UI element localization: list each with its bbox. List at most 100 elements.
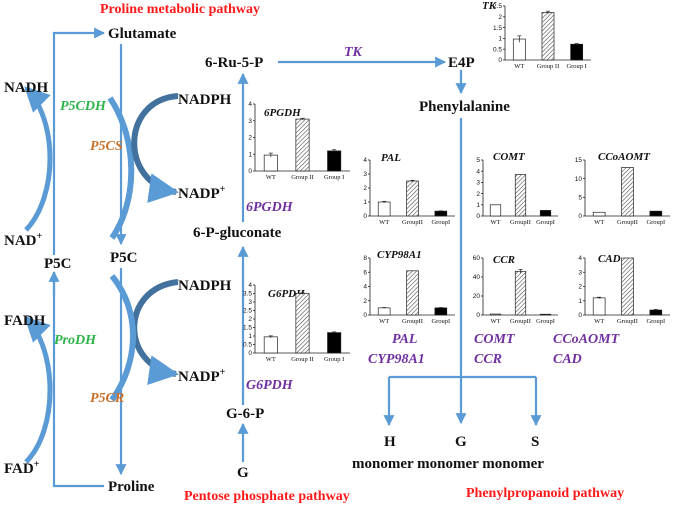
- bar-tk-1: [541, 12, 555, 61]
- g-monomer-label: G: [455, 434, 467, 450]
- bar-cyp-1: [406, 270, 419, 316]
- category-label-ccoaomt: GroupII: [617, 219, 638, 226]
- y-tick-label-cad: 0: [578, 312, 582, 319]
- chart-title-ccoaomt: CCoAOMT: [598, 151, 651, 163]
- nadh-label: NADH: [4, 80, 48, 96]
- y-tick-label-cad: 1: [578, 298, 582, 305]
- bar-g6pdh-2: [327, 332, 342, 354]
- category-label-6pgdh: Group II: [291, 174, 314, 181]
- category-label-cyp: WT: [379, 318, 389, 325]
- y-tick-label-pal: 3: [363, 171, 367, 178]
- y-tick-label-ccoaomt: 5: [578, 195, 582, 202]
- y-tick-label-tk: 2.5: [493, 3, 502, 10]
- pentose-pathway-title: Pentose phosphate pathway: [184, 489, 350, 504]
- y-tick-label-6pgdh: 2: [248, 135, 252, 142]
- g6p-label: G-6-P: [226, 406, 264, 422]
- bar-chart-insets: TK 0 0.5 1 1.5 2 2.5WT Group II Group I 6PGDH 0 1 2 3…: [243, 0, 670, 363]
- fad-label: FAD+: [4, 459, 40, 477]
- y-tick-label-cad: 2: [578, 284, 582, 291]
- y-tick-label-g6pdh: 4: [248, 282, 252, 289]
- fadh-label: FADH: [4, 313, 46, 329]
- nadph-arc-top: [131, 93, 179, 203]
- category-label-comt: GroupI: [536, 219, 555, 226]
- y-tick-label-comt: 3: [476, 180, 480, 187]
- bar-ccr-2: [539, 313, 552, 316]
- category-label-6pgdh: Group I: [324, 174, 344, 181]
- category-label-ccoaomt: GroupI: [646, 219, 665, 226]
- p5c-to-glutamate-arrow: [52, 27, 106, 255]
- bar-comt-0: [489, 204, 502, 217]
- y-tick-label-6pgdh: 0: [248, 168, 252, 175]
- y-tick-label-6pgdh: 4: [248, 101, 252, 108]
- nadph-top-label: NADPH: [178, 92, 232, 108]
- bar-comt-1: [514, 174, 527, 217]
- glutamate-label: Glutamate: [108, 26, 177, 42]
- category-label-pal: GroupII: [402, 219, 423, 226]
- y-tick-label-pal: 2: [363, 185, 367, 192]
- p5cs-label: P5CS: [90, 139, 123, 154]
- prodh-label: ProDH: [54, 333, 97, 348]
- y-tick-label-cad: 3: [578, 269, 582, 276]
- y-tick-label-ccoaomt: 0: [578, 213, 582, 220]
- tk-label: TK: [344, 45, 364, 60]
- category-label-tk: Group I: [566, 63, 586, 70]
- y-tick-label-ccoaomt: 15: [575, 157, 583, 164]
- y-tick-label-ccr: 40: [473, 274, 481, 281]
- category-label-comt: WT: [490, 219, 500, 226]
- y-tick-label-tk: 1: [498, 36, 502, 43]
- chart-title-6pgdh: 6PGDH: [264, 107, 301, 119]
- y-tick-label-g6pdh: 0.5: [243, 342, 252, 349]
- cofactor-arcs: [24, 86, 179, 464]
- p5cs-arc-left: [107, 96, 135, 240]
- category-label-pal: GroupI: [431, 219, 450, 226]
- p5cdh-label: P5CDH: [60, 99, 107, 114]
- gluconate-label: 6-P-gluconate: [193, 225, 282, 241]
- nadp-top-label: NADP+: [178, 184, 226, 202]
- y-tick-label-pal: 0: [363, 213, 367, 220]
- p5c-left-label: P5C: [44, 256, 72, 272]
- category-label-tk: Group II: [537, 63, 560, 70]
- y-tick-label-6pgdh: 3: [248, 118, 252, 125]
- y-tick-label-tk: 1.5: [493, 25, 502, 32]
- category-label-g6pdh: WT: [266, 356, 276, 363]
- category-label-cad: GroupI: [646, 318, 665, 325]
- bar-pal-1: [406, 180, 419, 217]
- g6pdh-label: G6PDH: [246, 378, 294, 393]
- y-tick-label-comt: 0: [476, 213, 480, 220]
- comt-label: COMT: [474, 332, 516, 347]
- y-tick-label-cyp: 4: [363, 284, 367, 291]
- bar-g6pdh-1: [295, 293, 310, 354]
- proline-pathway-title: Proline metabolic pathway: [100, 2, 260, 17]
- bar-pal-0: [377, 201, 391, 217]
- chart-title-ccr: CCR: [493, 254, 515, 266]
- y-tick-label-ccr: 0: [476, 312, 480, 319]
- phenyl-flow-arrows: [383, 70, 542, 427]
- y-tick-label-g6pdh: 1.5: [243, 325, 252, 332]
- bar-cyp-2: [434, 307, 448, 316]
- 6pgdh-label: 6PGDH: [246, 200, 294, 215]
- y-tick-label-comt: 1: [476, 202, 480, 209]
- category-label-ccoaomt: WT: [594, 219, 604, 226]
- bar-6pgdh-2: [327, 150, 342, 172]
- bar-ccoaomt-0: [592, 211, 606, 217]
- y-tick-label-g6pdh: 2: [248, 316, 252, 323]
- y-tick-label-pal: 4: [363, 157, 367, 164]
- s-label: S: [531, 434, 539, 450]
- category-label-ccr: GroupI: [536, 318, 555, 325]
- y-tick-label-g6pdh: 3.5: [243, 291, 252, 298]
- y-tick-label-cyp: 2: [363, 298, 367, 305]
- nadp-bottom-label: NADP+: [178, 367, 226, 385]
- bar-ccr-1: [514, 270, 527, 316]
- nadh-arc: [24, 86, 53, 232]
- proline-flow-arrows: [48, 27, 127, 488]
- ru5p-label: 6-Ru-5-P: [205, 55, 263, 71]
- category-label-cyp: GroupII: [402, 318, 423, 325]
- bar-pal-2: [434, 210, 448, 217]
